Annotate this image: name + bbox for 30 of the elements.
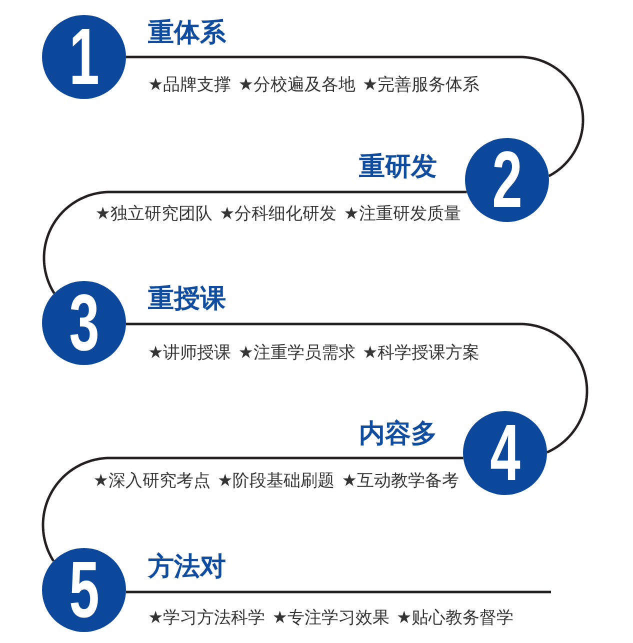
step-number: 2 [492,150,522,210]
step-title: 方法对 [148,552,226,582]
feature-item: ★讲师授课 [148,342,232,364]
feature-item: ★学习方法科学 [148,607,266,629]
feature-item: ★分科细化研发 [220,203,337,225]
step-title: 内容多 [359,419,437,449]
connector-line [126,590,551,594]
feature-item: ★完善服务体系 [362,74,480,96]
feature-item: ★注重学员需求 [238,342,356,364]
feature-item: ★深入研究考点 [93,470,210,492]
feature-item: ★互动教学备考 [342,470,459,492]
feature-item: ★科学授课方案 [362,342,480,364]
step-title: 重体系 [148,18,226,48]
feature-item: ★注重研发质量 [344,203,461,225]
connector-line [126,56,584,178]
feature-item: ★分校遍及各地 [238,74,356,96]
step-number: 4 [490,423,520,483]
step-number: 1 [68,27,100,87]
connector-line [42,456,464,562]
connector-line [126,322,588,454]
step-number: 5 [68,560,100,620]
feature-item: ★贴心教务督学 [396,607,514,629]
connector-line [42,190,467,294]
feature-item: ★品牌支撑 [148,74,232,96]
step-title: 重授课 [148,284,226,314]
feature-item: ★独立研究团队 [95,203,212,225]
step-title: 重研发 [359,152,437,182]
feature-item: ★阶段基础刷题 [218,470,335,492]
step-number: 3 [68,293,100,353]
feature-item: ★专注学习效果 [272,607,390,629]
